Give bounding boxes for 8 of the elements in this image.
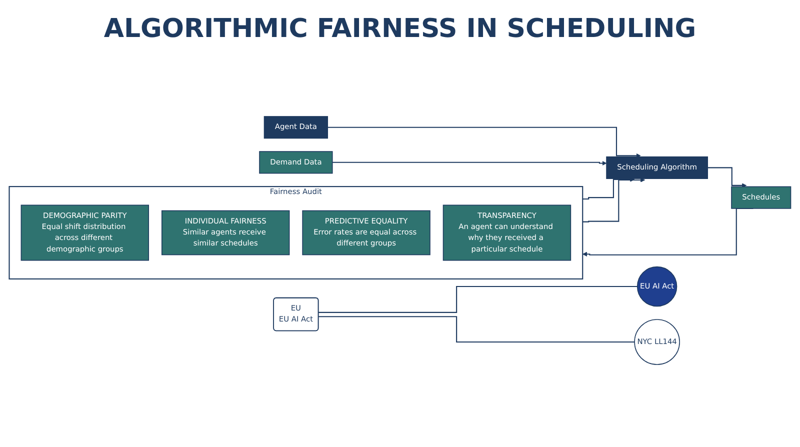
connector xyxy=(318,316,635,342)
arrow xyxy=(708,166,747,188)
connector xyxy=(318,286,638,312)
diagram-title: ALGORITHMIC FAIRNESS IN SCHEDULING xyxy=(102,14,698,44)
arrow xyxy=(332,160,607,166)
arrow xyxy=(328,126,641,158)
arrow xyxy=(582,176,635,199)
arrow xyxy=(582,177,646,222)
